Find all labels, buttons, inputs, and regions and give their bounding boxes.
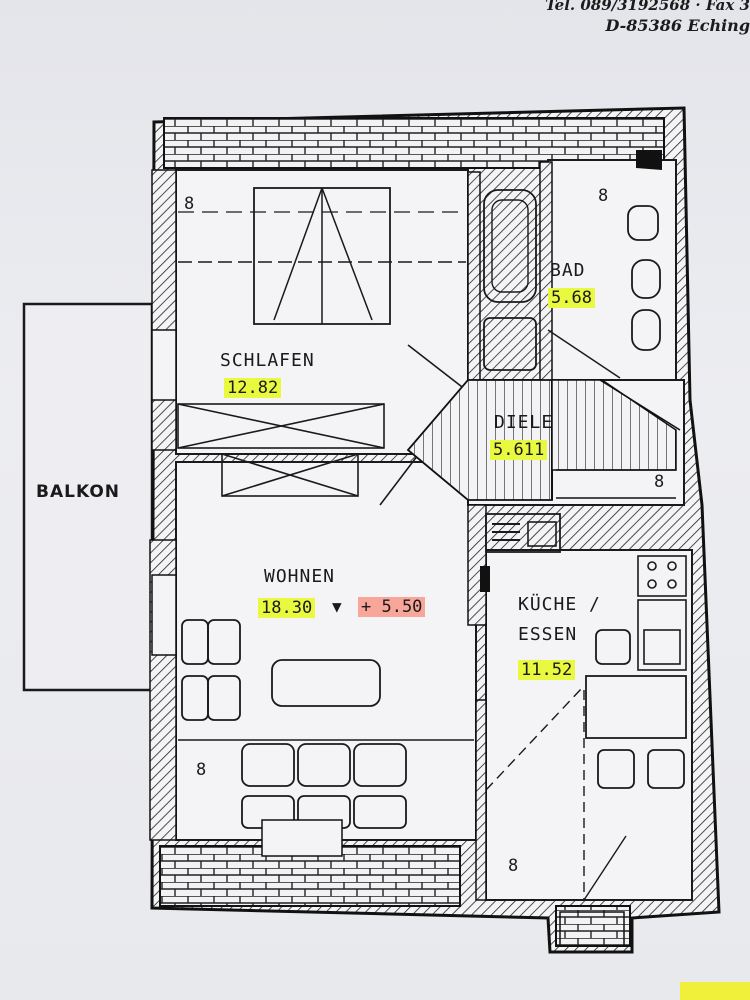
level-marker-icon: ▼ (332, 597, 343, 616)
kitchen-stove (637, 555, 687, 597)
room-wohnen-floor (175, 461, 477, 841)
radiator-mark: 8 (654, 472, 665, 492)
wall-schlafen-bad (467, 171, 481, 381)
wall-left-upper (151, 169, 177, 451)
door-bottom-right (559, 911, 625, 947)
room-area-kueche: 11.52 (518, 660, 576, 680)
radiator-mark: 8 (598, 186, 609, 206)
chimney (636, 150, 662, 170)
radiator-mark: 8 (508, 856, 519, 876)
wall-wohnen-kueche (467, 504, 487, 626)
window-bottom-door (261, 819, 343, 857)
contact-address: D-85386 Eching (605, 16, 750, 35)
room-label-diele: DIELE (494, 412, 554, 433)
contact-phone-fax: Tel. 089/3192568 · Fax 3 (545, 0, 750, 14)
room-area-diele: 5.611 (490, 440, 548, 460)
sofa-armchairs (181, 619, 241, 721)
window-left-1 (151, 329, 177, 401)
kitchen-chairs (595, 629, 685, 789)
washbasin-2 (631, 309, 661, 351)
staircase-right (551, 379, 677, 471)
radiator-mark: 8 (196, 760, 207, 780)
room-label-bad: BAD (550, 260, 586, 281)
radiator-mark: 8 (184, 194, 195, 214)
wall-kueche-bottom (475, 699, 487, 901)
toilet (631, 259, 661, 299)
room-label-kueche: KÜCHE / (518, 594, 601, 615)
washbasin-1 (627, 205, 659, 241)
room-label-schlafen: SCHLAFEN (220, 350, 315, 371)
kitchen-counter (637, 599, 687, 671)
room-label-essen: ESSEN (518, 624, 578, 645)
balcony-label: BALKON (36, 482, 121, 502)
room-area-schlafen: 12.82 (224, 378, 282, 398)
window-left-2 (151, 574, 177, 656)
door-schlafen (379, 344, 467, 506)
room-area-wohnen: 18.30 (258, 598, 316, 618)
kitchen-sink (485, 513, 561, 553)
balcony-outline (22, 302, 154, 692)
shower-tray (483, 317, 537, 371)
bathtub (483, 189, 537, 303)
kitchen-table (585, 675, 687, 739)
room-label-wohnen: WOHNEN (264, 566, 336, 587)
coffee-table (271, 659, 381, 707)
room-kueche-floor (485, 549, 693, 901)
wardrobe-wohnen (221, 453, 359, 497)
room-area-bad: 5.68 (548, 288, 595, 308)
floor-level: + 5.50 (358, 597, 426, 617)
wardrobe-schlafen (177, 403, 385, 449)
column (480, 566, 490, 592)
highlight-mark (680, 982, 750, 1000)
